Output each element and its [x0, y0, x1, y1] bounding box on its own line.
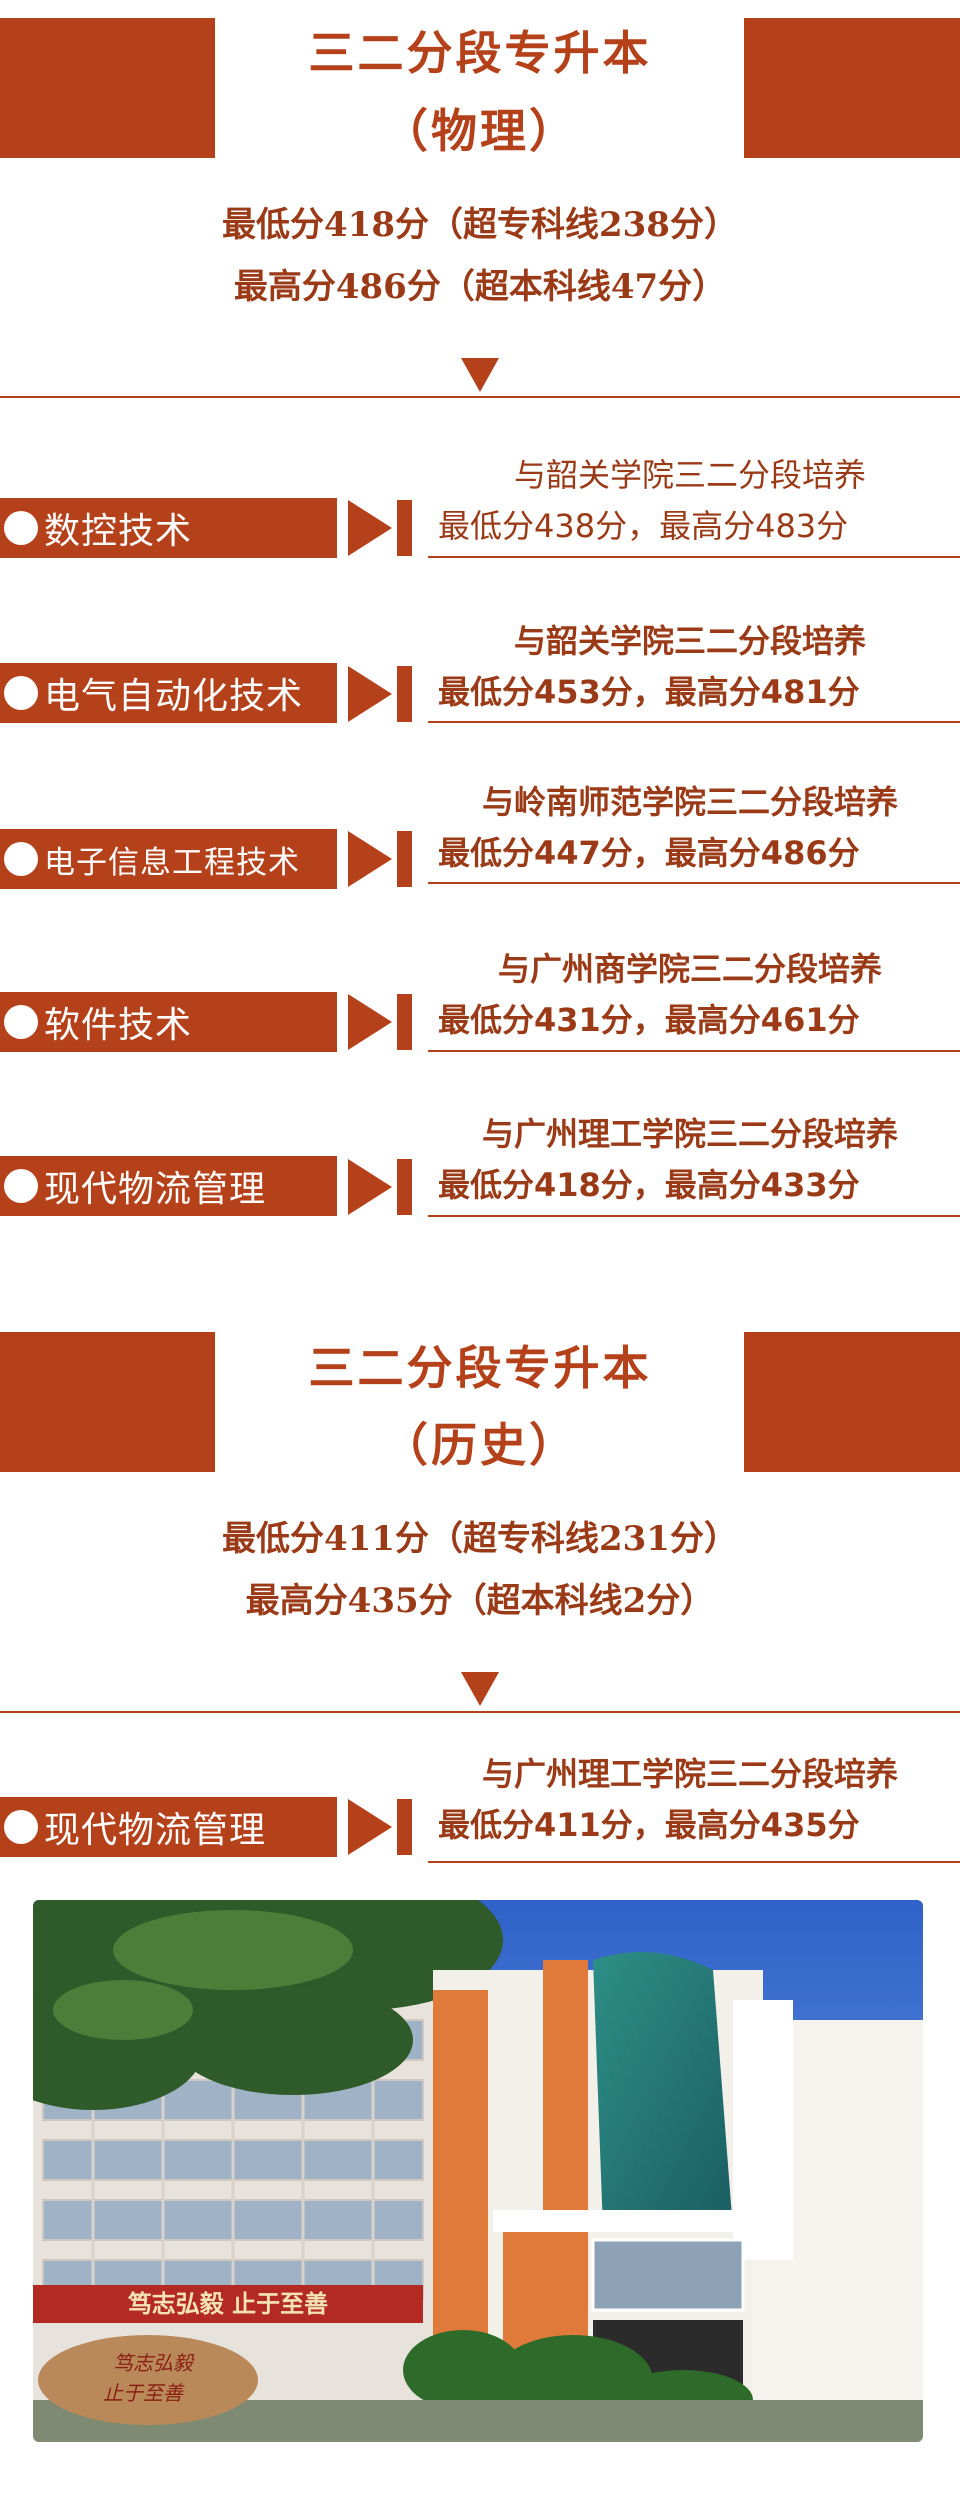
partner-text: 与韶关学院三二分段培养 — [513, 622, 866, 660]
score-range-text: 最低分431分，最高分461分 — [438, 1001, 860, 1039]
partner-text: 与岭南师范学院三二分段培养 — [481, 783, 898, 821]
bullet-icon — [4, 511, 38, 545]
major-label: 电子信息工程技术 — [0, 829, 337, 889]
major-label: 数控技术 — [0, 498, 337, 558]
major-name: 软件技术 — [44, 1005, 193, 1046]
arrow-right-icon — [348, 500, 392, 556]
arrow-bar — [397, 831, 412, 887]
banner-text: 笃志弘毅 止于至善 — [127, 2289, 328, 2318]
min-score-summary: 最低分418分（超专科线238分） — [222, 205, 738, 245]
major-name: 电子信息工程技术 — [44, 844, 300, 881]
score-range-text: 最低分453分，最高分481分 — [438, 673, 860, 711]
arrow-right-icon — [348, 666, 392, 722]
underline — [428, 1215, 960, 1217]
arrow-right-icon — [348, 994, 392, 1050]
bullet-icon — [4, 1169, 38, 1203]
arrow-bar — [397, 994, 412, 1050]
down-arrow-icon — [461, 1672, 499, 1706]
section-title: 三二分段专升本 — [308, 26, 652, 80]
underline — [428, 556, 960, 558]
score-range-text: 最低分447分，最高分486分 — [438, 834, 860, 872]
arrow-bar — [397, 1799, 412, 1855]
arrow-right-icon — [348, 1799, 392, 1855]
arrow-bar — [397, 666, 412, 722]
campus-photo: 笃志弘毅 止于至善 — [33, 1900, 923, 2442]
major-name: 电气自动化技术 — [44, 676, 304, 717]
major-name: 数控技术 — [44, 511, 193, 552]
arrow-right-icon — [348, 831, 392, 887]
arrow-right-icon — [348, 1159, 392, 1215]
major-label: 电气自动化技术 — [0, 663, 337, 723]
header-block-right — [744, 18, 960, 158]
score-range-text: 最低分418分，最高分433分 — [438, 1166, 860, 1204]
arrow-bar — [397, 1159, 412, 1215]
bullet-icon — [4, 842, 38, 876]
score-range-text: 最低分411分，最高分435分 — [438, 1806, 860, 1844]
max-score-summary: 最高分435分（超本科线2分） — [245, 1581, 715, 1621]
score-range-text: 最低分438分，最高分483分 — [438, 507, 849, 545]
underline — [428, 1861, 960, 1863]
underline — [428, 721, 960, 723]
major-name: 现代物流管理 — [44, 1169, 267, 1210]
major-label: 软件技术 — [0, 992, 337, 1052]
header-block-left — [0, 18, 215, 158]
min-score-summary: 最低分411分（超专科线231分） — [222, 1519, 738, 1559]
bullet-icon — [4, 676, 38, 710]
divider — [0, 396, 960, 398]
bullet-icon — [4, 1810, 38, 1844]
major-label: 现代物流管理 — [0, 1156, 337, 1216]
underline — [428, 882, 960, 884]
underline — [428, 1050, 960, 1052]
section-title: 三二分段专升本 — [308, 1341, 652, 1395]
header-block-right — [744, 1332, 960, 1472]
section-subtitle: （历史） — [382, 1418, 578, 1472]
section-subtitle: （物理） — [382, 104, 578, 158]
partner-text: 与韶关学院三二分段培养 — [513, 456, 866, 494]
down-arrow-icon — [461, 358, 499, 392]
max-score-summary: 最高分486分（超本科线47分） — [233, 267, 727, 307]
partner-text: 与广州理工学院三二分段培养 — [481, 1755, 898, 1793]
divider — [0, 1711, 960, 1713]
header-block-left — [0, 1332, 215, 1472]
arrow-bar — [397, 500, 412, 556]
partner-text: 与广州商学院三二分段培养 — [497, 950, 882, 988]
stone-text-2: 止于至善 — [103, 2381, 185, 2405]
major-name: 现代物流管理 — [44, 1810, 267, 1851]
partner-text: 与广州理工学院三二分段培养 — [481, 1115, 898, 1153]
major-label: 现代物流管理 — [0, 1797, 337, 1857]
bullet-icon — [4, 1005, 38, 1039]
stone-text-1: 笃志弘毅 — [113, 2351, 195, 2375]
